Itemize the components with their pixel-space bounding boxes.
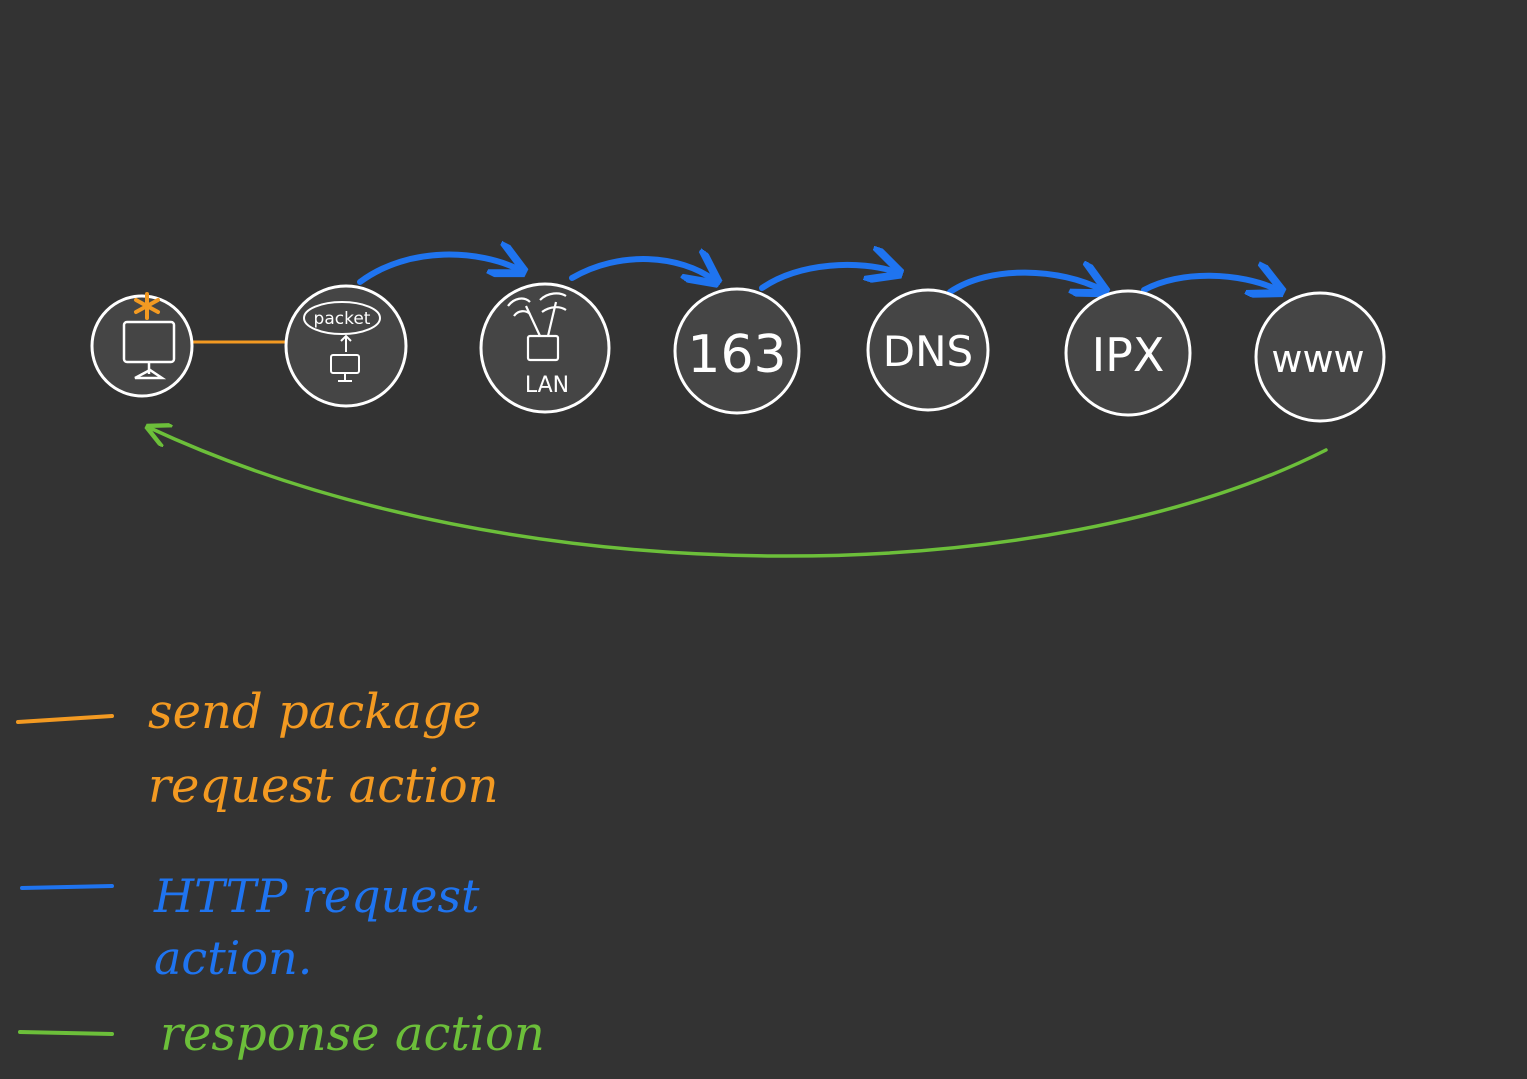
- legend-http-line-1: HTTP request: [153, 869, 480, 923]
- node-dns: DNS: [866, 288, 990, 412]
- packet-label: packet: [314, 309, 371, 329]
- legend-send-line-1: send package: [148, 684, 481, 740]
- legend-response-swatch: [18, 1030, 114, 1036]
- legend-send-swatch: [16, 714, 114, 724]
- packet-bubble: [303, 301, 381, 335]
- www-label: www: [1271, 337, 1364, 381]
- legend-send-line-2: request action: [148, 758, 499, 814]
- lan-label: LAN: [525, 373, 569, 398]
- legend-http-swatch: [20, 884, 114, 890]
- legend-response-line-1: response action: [160, 1006, 545, 1062]
- http-arrow-dns-to-ipx: [947, 273, 1102, 292]
- node-163: 163: [673, 287, 801, 415]
- node-www: www: [1254, 291, 1386, 423]
- http-arrow-ipx-to-www: [1141, 276, 1278, 290]
- response-arc: [150, 428, 1328, 558]
- mini-computer-icon: [330, 334, 360, 382]
- http-arrow-lan-to-163: [569, 259, 714, 280]
- legend-response: response action: [18, 1006, 545, 1062]
- http-arrow-163-to-dns: [759, 265, 896, 291]
- legend-http: HTTP request action.: [20, 869, 480, 985]
- node-lan: LAN: [479, 282, 611, 414]
- legend: send package request action HTTP request…: [16, 684, 545, 1062]
- isp-163-label: 163: [687, 325, 786, 385]
- legend-send: send package request action: [16, 684, 499, 814]
- router-icon: [507, 292, 567, 362]
- computer-icon: [122, 320, 176, 380]
- node-packet: packet: [284, 284, 408, 408]
- http-request-arrows: [357, 255, 1278, 292]
- asterisk-icon: [134, 292, 160, 320]
- node-ipx: IPX: [1064, 289, 1192, 417]
- http-arrow-packet-to-lan: [357, 255, 520, 285]
- node-computer: [90, 292, 194, 398]
- ipx-label: IPX: [1092, 328, 1165, 382]
- dns-label: DNS: [883, 327, 973, 376]
- legend-http-line-2: action.: [154, 931, 312, 985]
